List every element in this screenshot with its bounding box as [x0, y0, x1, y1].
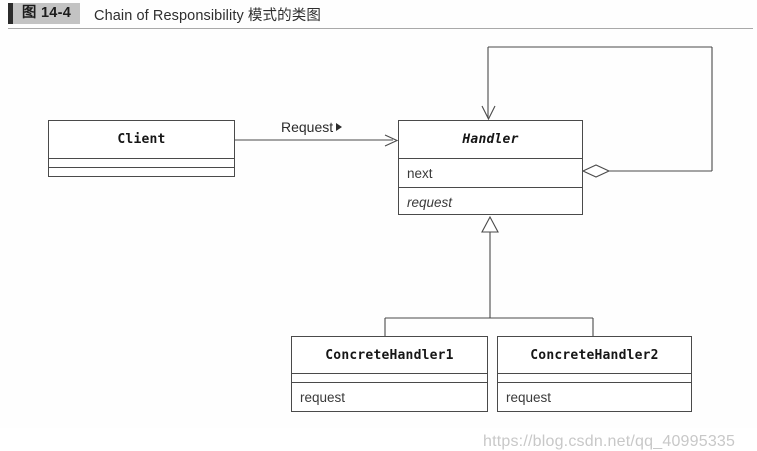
hollow-diamond-icon — [581, 164, 611, 178]
class-box-client[interactable]: Client — [48, 120, 235, 177]
class-attributes-compartment: next — [399, 158, 582, 187]
caption-number-badge: 图 14-4 — [13, 3, 80, 24]
class-name-text: Client — [117, 132, 166, 147]
class-attributes-compartment — [498, 373, 691, 382]
class-operation-request: request — [300, 389, 346, 405]
open-arrowhead-icon — [481, 105, 496, 121]
uml-class-diagram: Handler --> — [0, 30, 757, 450]
class-operations-compartment: request — [399, 187, 582, 216]
caption-divider — [8, 28, 753, 29]
class-operations-compartment: request — [292, 382, 487, 411]
class-name-compartment: ConcreteHandler2 — [498, 337, 691, 373]
class-box-concrete-handler-2[interactable]: ConcreteHandler2 request — [497, 336, 692, 412]
class-attributes-compartment — [49, 158, 234, 167]
class-box-concrete-handler-1[interactable]: ConcreteHandler1 request — [291, 336, 488, 412]
class-attribute-next: next — [407, 165, 433, 181]
class-name-compartment: Handler — [399, 121, 582, 158]
association-label-request: Request — [281, 119, 343, 135]
filled-right-triangle-icon — [336, 123, 343, 131]
figure-caption: 图 14-4 Chain of Responsibility 模式的类图 — [0, 0, 757, 30]
class-attributes-compartment — [292, 373, 487, 382]
hollow-triangle-icon — [481, 215, 499, 233]
class-operation-request: request — [407, 194, 453, 210]
watermark-text: https://blog.csdn.net/qq_40995335 — [483, 433, 736, 450]
caption-title-text: Chain of Responsibility 模式的类图 — [94, 8, 321, 24]
caption-accent-bar — [8, 3, 13, 24]
class-operations-compartment: request — [498, 382, 691, 411]
open-arrowhead-icon — [384, 134, 399, 147]
association-label-text: Request — [281, 119, 334, 135]
class-name-compartment: ConcreteHandler1 — [292, 337, 487, 373]
aggregation-handler-self — [481, 46, 713, 178]
class-name-text: ConcreteHandler1 — [325, 347, 454, 363]
class-operation-request: request — [506, 389, 552, 405]
class-name-text: ConcreteHandler2 — [530, 347, 659, 363]
association-client-to-handler — [235, 134, 399, 147]
diagram-connectors-layer: Handler --> — [235, 46, 713, 336]
caption-number-text: 图 14-4 — [21, 5, 72, 22]
class-operations-compartment — [49, 167, 234, 176]
generalization-to-handler — [384, 215, 594, 336]
class-name-compartment: Client — [49, 121, 234, 158]
class-name-text: Handler — [462, 132, 519, 147]
class-box-handler[interactable]: Handler next request — [398, 120, 583, 215]
